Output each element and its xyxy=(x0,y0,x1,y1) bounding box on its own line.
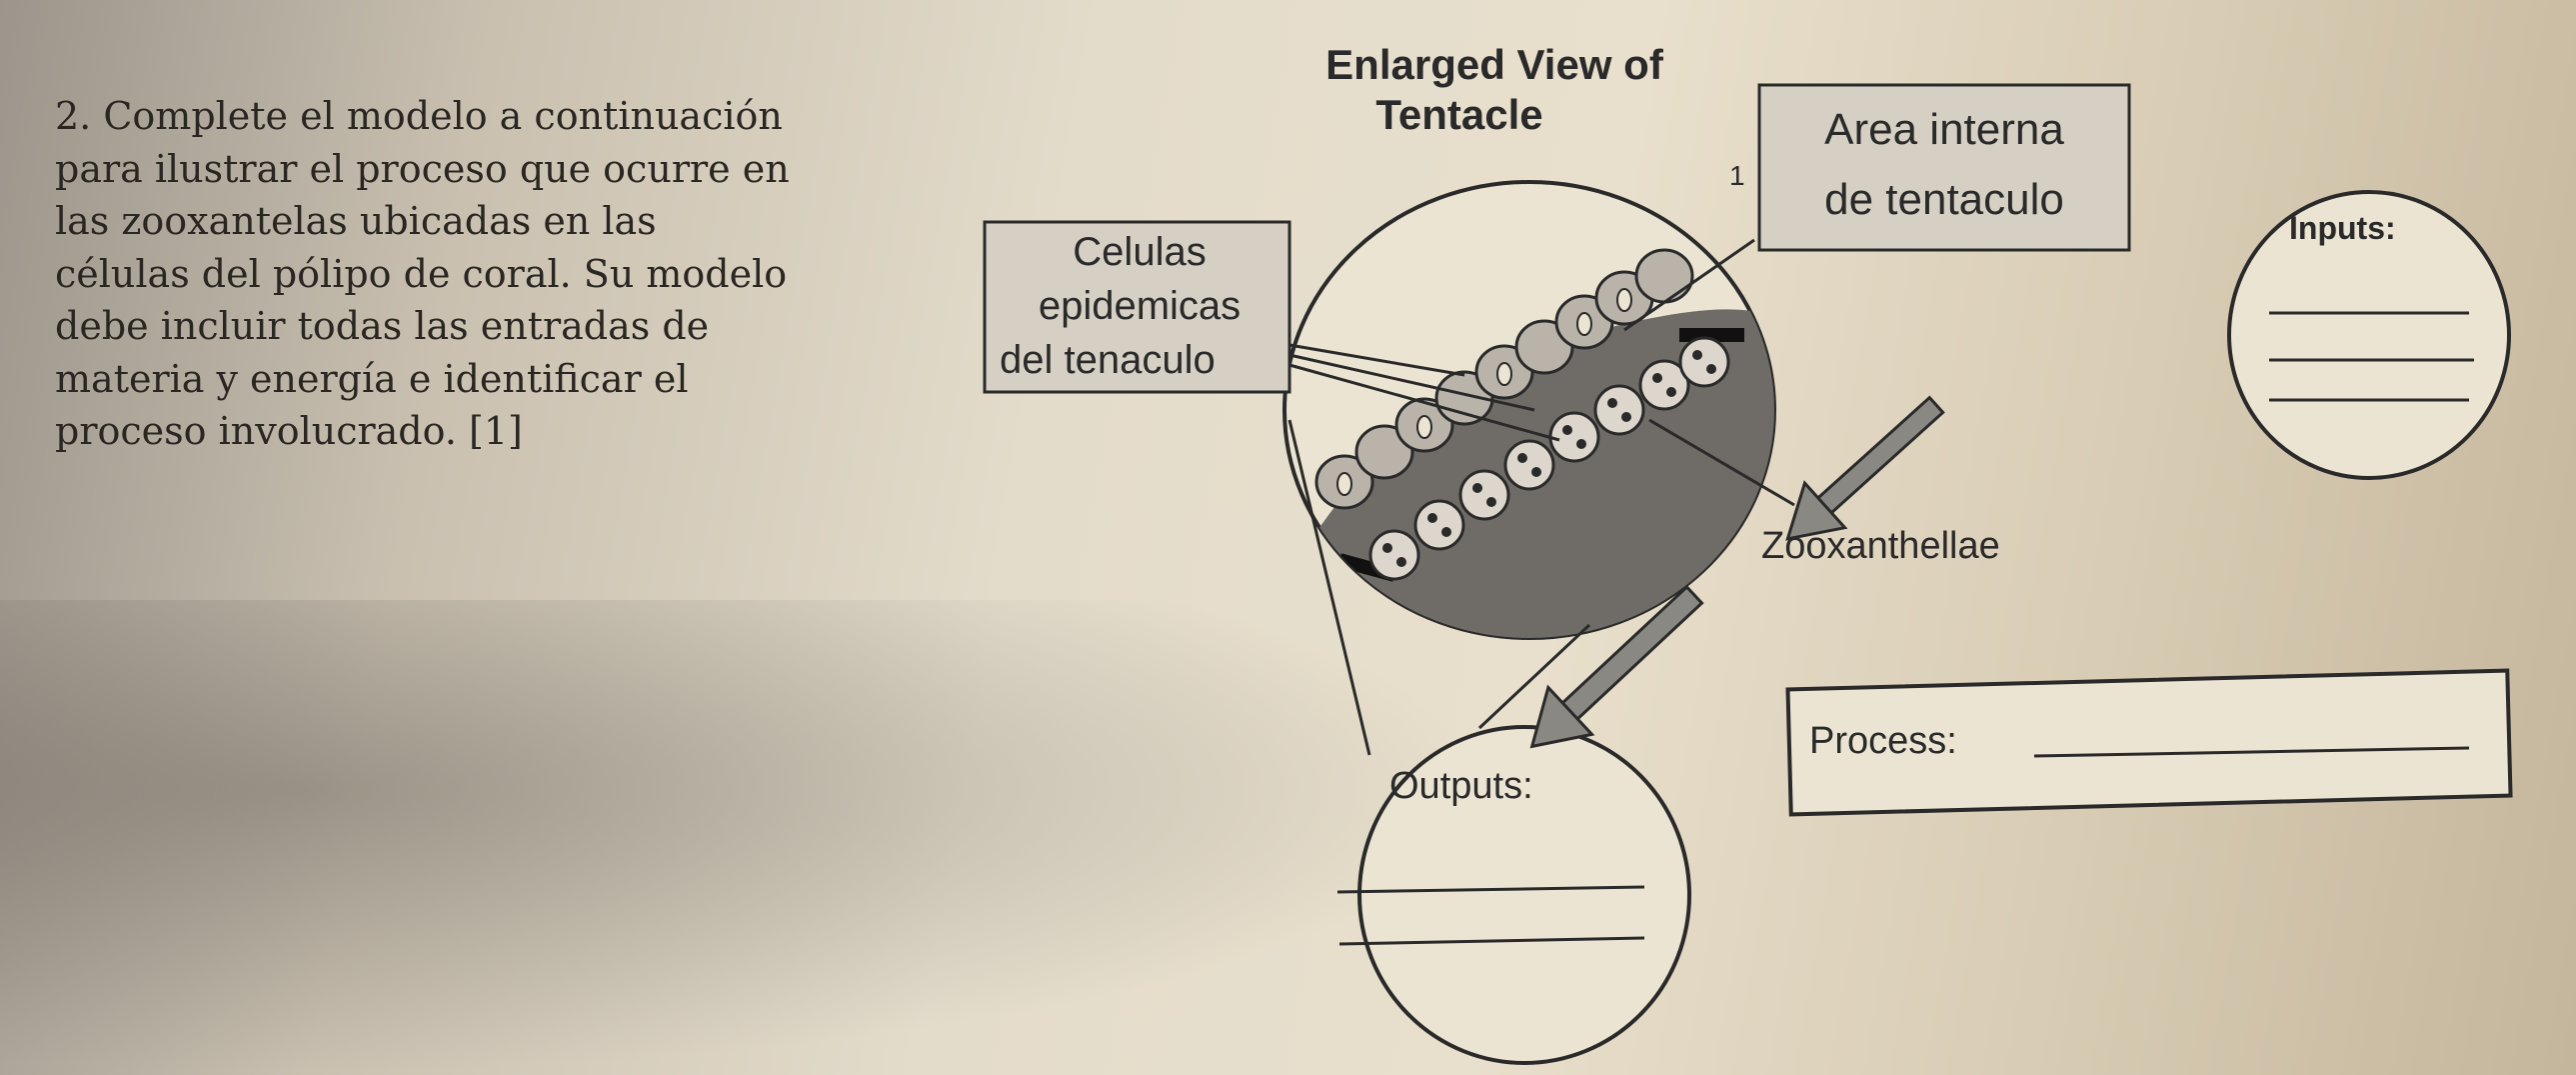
question-line: materia y energía e identificar el xyxy=(55,356,689,401)
epidermal-cell xyxy=(1354,424,1414,480)
question-line: para ilustrar el proceso que ocurre en xyxy=(55,146,790,191)
inputs-circle xyxy=(2227,190,2511,480)
cell-nuclei xyxy=(1336,288,1632,496)
interior-label-line: de tentaculo xyxy=(1824,175,2064,224)
zooxanthella-cell xyxy=(1593,384,1645,436)
enlarged-tentacle-view xyxy=(1283,180,1776,640)
question-line: proceso involucrado. [1] xyxy=(55,409,523,453)
tentacle-interior-label: Area interna de tentaculo xyxy=(1769,95,2119,235)
stray-mark: 1 xyxy=(1729,160,1745,191)
interior-label-box xyxy=(1757,83,2131,252)
zooxanthella-cell xyxy=(1413,499,1465,551)
input-arrow xyxy=(1785,395,1945,541)
diagram-title-line: Enlarged View of xyxy=(1325,41,1663,88)
epidermal-label-line: del tenaculo xyxy=(1000,338,1216,382)
outputs-label: Outputs: xyxy=(1389,765,1533,807)
outputs-circle xyxy=(1357,725,1691,1065)
outputs-answer-line xyxy=(1336,885,1645,894)
diagram-title: Enlarged View of Tentacle xyxy=(1255,40,1734,140)
zooxanthella-cell xyxy=(1678,336,1730,388)
epidermal-cell xyxy=(1634,248,1694,304)
question-line: células del pólipo de coral. Su modelo xyxy=(55,251,788,296)
process-answer-line xyxy=(2033,746,2470,758)
zoom-connector-lines xyxy=(1288,419,1591,756)
epidermal-label-line: Celulas xyxy=(1073,230,1207,274)
epidermal-cells-label: Celulas epidemicas del tenaculo xyxy=(1000,225,1280,387)
zooxanthellae-speckles xyxy=(1382,350,1716,567)
inputs-label: Inputs: xyxy=(2289,210,2396,246)
leader-lines xyxy=(1288,238,1795,507)
zooxanthella-cell xyxy=(1503,439,1555,491)
zooxanthella-cell xyxy=(1638,359,1690,411)
diagram-title-line: Tentacle xyxy=(1375,91,1543,138)
zooxanthellae-label: Zooxanthellae xyxy=(1761,525,2000,567)
process-label: Process: xyxy=(1809,720,1957,762)
epidermal-label-box xyxy=(983,220,1291,394)
process-box xyxy=(1785,668,2513,817)
epidermal-label-line: epidemicas xyxy=(1038,284,1242,328)
zooxanthellae-row xyxy=(1368,336,1730,581)
interior-label-line: Area interna xyxy=(1824,105,2064,154)
output-arrow xyxy=(1529,584,1704,749)
question-line: debe incluir todas las entradas de xyxy=(55,304,710,348)
zooxanthella-cell xyxy=(1368,529,1420,581)
question-text: 2. Complete el modelo a continuación par… xyxy=(55,90,955,458)
question-line: 2. Complete el modelo a continuación xyxy=(55,94,783,138)
outputs-answer-line xyxy=(1338,936,1645,946)
zooxanthella-cell xyxy=(1458,469,1510,521)
zooxanthella-cell xyxy=(1548,411,1600,463)
question-line: las zooxantelas ubicadas en las xyxy=(55,199,657,243)
